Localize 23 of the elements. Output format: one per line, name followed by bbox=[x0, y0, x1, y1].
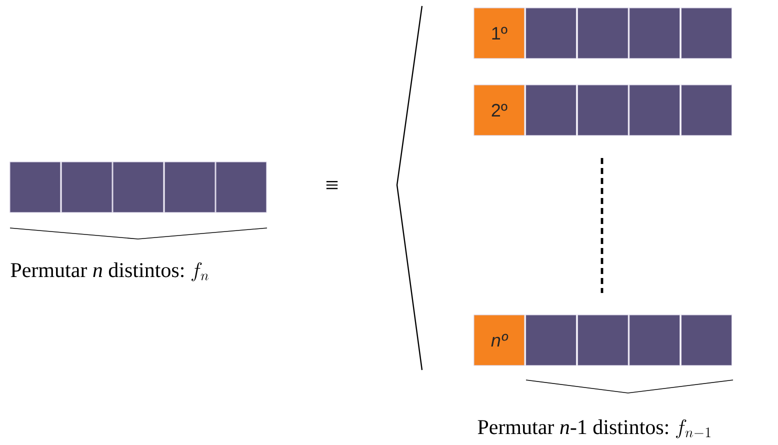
numbered-square: 2º bbox=[474, 84, 525, 136]
caption: Permutar n-1 distintos: $f_{n-1}$ bbox=[478, 419, 710, 438]
square bbox=[680, 314, 732, 366]
caption: Permutar n distintos: $f_n$ bbox=[10, 262, 208, 282]
square bbox=[10, 162, 61, 213]
square bbox=[629, 314, 680, 366]
numbered-square: nº bbox=[474, 314, 525, 366]
equivalence-sign: ≡ bbox=[326, 181, 338, 190]
square bbox=[61, 162, 112, 213]
square bbox=[164, 162, 216, 213]
numbered-square: 1º bbox=[474, 8, 525, 59]
square bbox=[525, 84, 577, 136]
square bbox=[525, 8, 577, 59]
square bbox=[216, 162, 267, 213]
square bbox=[629, 8, 680, 59]
square bbox=[680, 8, 732, 59]
square bbox=[680, 84, 732, 136]
square bbox=[112, 162, 164, 213]
square bbox=[577, 314, 628, 366]
square bbox=[577, 84, 628, 136]
square bbox=[629, 84, 680, 136]
square bbox=[577, 8, 628, 59]
square bbox=[525, 314, 577, 366]
